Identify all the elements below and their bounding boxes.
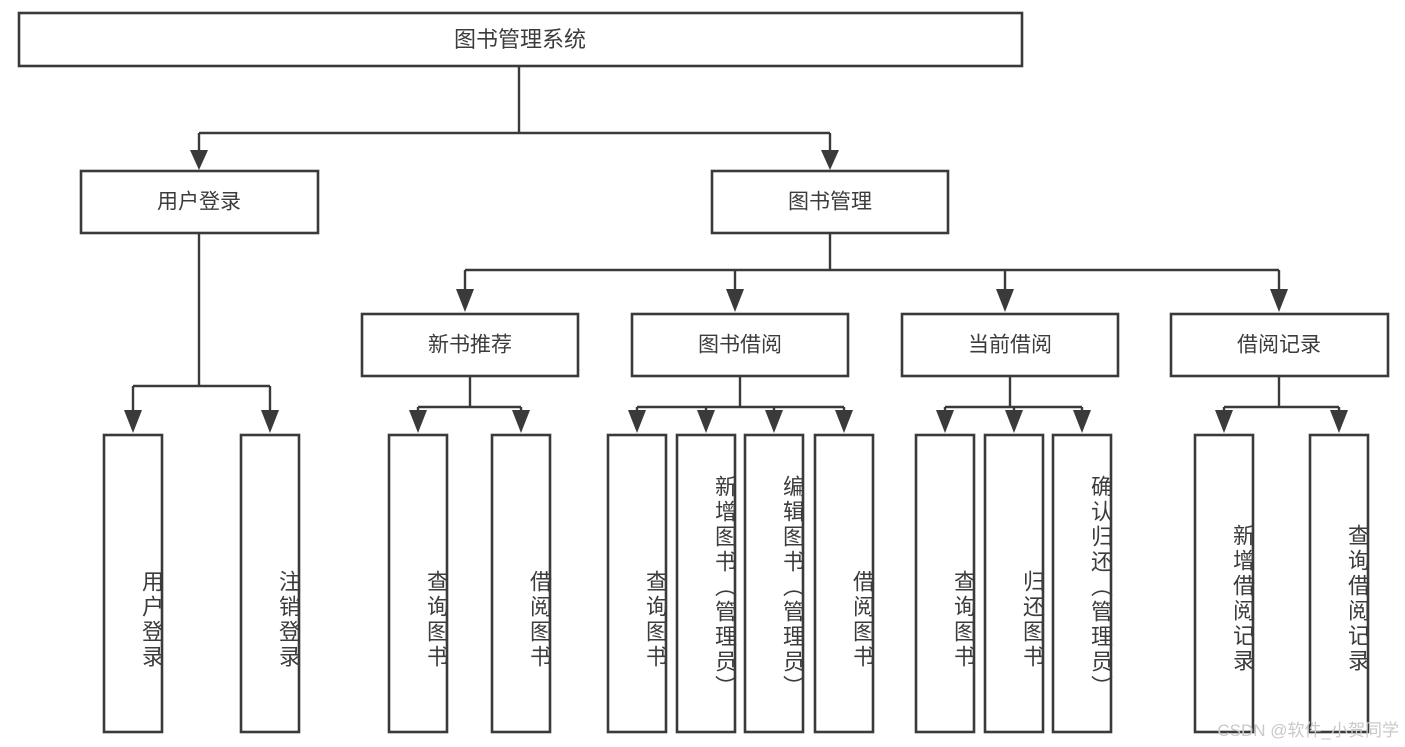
node-borrow-record-box[interactable]	[1169, 312, 1390, 378]
node-borrow-record-label: 借阅记录	[1237, 334, 1321, 357]
arrow-head-leaf-query-book-2	[628, 410, 646, 433]
node-user-login-box[interactable]	[79, 169, 320, 235]
node-book-manage[interactable]: 图书管理	[710, 169, 950, 235]
leaf-box-edit-book[interactable]	[743, 433, 805, 734]
leaf-box-query-book-2[interactable]	[606, 433, 668, 734]
arrow-head-leaf-query-record	[1330, 410, 1348, 433]
leaf-box-borrow-book-1[interactable]	[490, 433, 552, 734]
leaf-boxes-group	[102, 433, 1370, 734]
arrow-head-leaf-return-book	[1005, 410, 1023, 433]
node-book-borrow-box[interactable]	[630, 312, 850, 378]
leaf-box-query-record[interactable]	[1308, 433, 1370, 734]
arrow-head-current-borrow	[996, 289, 1014, 312]
node-book-borrow[interactable]: 图书借阅	[630, 312, 850, 378]
arrow-head-leaf-edit-book	[765, 410, 783, 433]
node-borrow-record[interactable]: 借阅记录	[1169, 312, 1390, 378]
arrow-head-leaf-user-login	[124, 410, 142, 433]
node-root[interactable]: 图书管理系统	[17, 11, 1024, 68]
node-new-book-recommend-box[interactable]	[360, 312, 580, 378]
node-book-borrow-label: 图书借阅	[698, 334, 782, 357]
arrow-head-leaf-add-record	[1215, 410, 1233, 433]
node-book-manage-box[interactable]	[710, 169, 950, 235]
leaf-box-return-book[interactable]	[983, 433, 1045, 734]
arrow-head-userlogin	[190, 150, 208, 170]
arrow-head-leaf-confirm-return	[1073, 410, 1091, 433]
node-new-book-recommend-label: 新书推荐	[428, 334, 512, 357]
arrow-head-leaf-borrow-book-2	[835, 410, 853, 433]
leaf-box-user-logout[interactable]	[239, 433, 301, 734]
leaf-box-add-record[interactable]	[1193, 433, 1255, 734]
node-current-borrow-label: 当前借阅	[968, 334, 1052, 357]
leaf-box-add-book[interactable]	[675, 433, 737, 734]
arrow-head-book-borrow	[726, 289, 744, 312]
leaf-box-borrow-book-2[interactable]	[813, 433, 875, 734]
node-user-login[interactable]: 用户登录	[79, 169, 320, 235]
leaf-box-query-book-1[interactable]	[387, 433, 449, 734]
node-current-borrow-box[interactable]	[900, 312, 1120, 378]
leaf-box-user-login[interactable]	[102, 433, 164, 734]
arrow-head-new-book-recommend	[456, 289, 474, 312]
arrow-head-leaf-add-book	[697, 410, 715, 433]
leaf-box-query-book-3[interactable]	[914, 433, 976, 734]
node-root-label: 图书管理系统	[454, 27, 586, 52]
arrow-head-borrow-record	[1270, 289, 1288, 312]
node-root-box[interactable]	[17, 11, 1024, 68]
arrow-head-bookmanage	[821, 150, 839, 170]
arrow-head-leaf-borrow-book-1	[512, 410, 530, 433]
node-book-manage-label: 图书管理	[788, 191, 872, 214]
node-user-login-label: 用户登录	[157, 191, 241, 214]
arrow-head-leaf-query-book-1	[409, 410, 427, 433]
connector-group	[124, 66, 1348, 433]
leaf-box-confirm-return[interactable]	[1051, 433, 1113, 734]
node-current-borrow[interactable]: 当前借阅	[900, 312, 1120, 378]
node-new-book-recommend[interactable]: 新书推荐	[360, 312, 580, 378]
arrow-head-leaf-query-book-3	[936, 410, 954, 433]
arrow-head-leaf-user-logout	[261, 410, 279, 433]
